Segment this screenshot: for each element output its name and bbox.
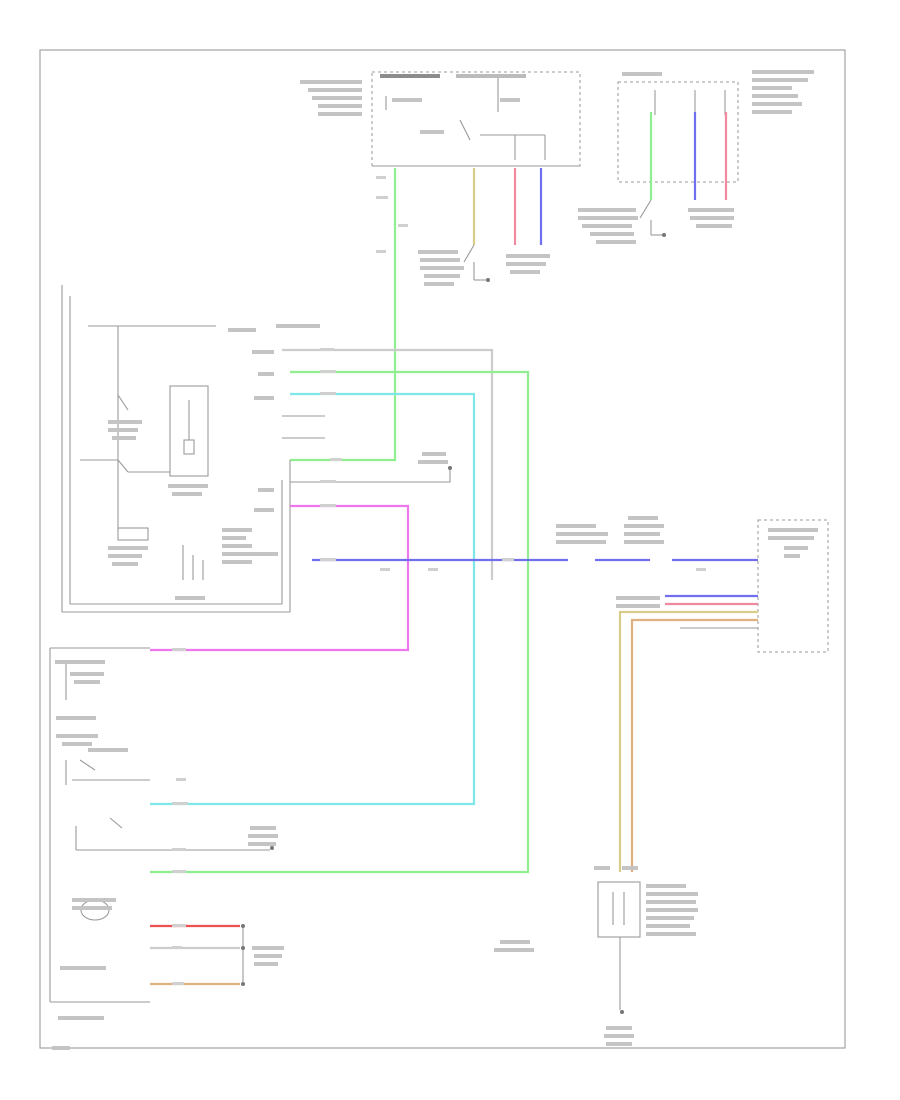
- wire-magenta: [150, 504, 410, 652]
- driver-switch-symbol: [418, 244, 550, 286]
- lock-actuator: [494, 866, 698, 1046]
- wire-dark-ground: [290, 470, 451, 483]
- wire-tan-right: [630, 618, 758, 872]
- passenger-connector: [617, 70, 814, 183]
- door-switch-module: [49, 647, 278, 1050]
- passenger-switch-symbol: [578, 199, 734, 244]
- wire-green-main: [290, 168, 397, 462]
- fuse-relay-box: [300, 71, 581, 167]
- wire-cyan: [150, 392, 476, 806]
- wire-khaki-right: [618, 610, 758, 872]
- door-control-unit: [61, 285, 320, 613]
- right-control-unit: [757, 519, 829, 653]
- wire-green-loop: [150, 370, 530, 874]
- wire-lightgray: [282, 348, 494, 580]
- diagram-frame: [39, 49, 846, 1049]
- wire-codes: [172, 176, 706, 985]
